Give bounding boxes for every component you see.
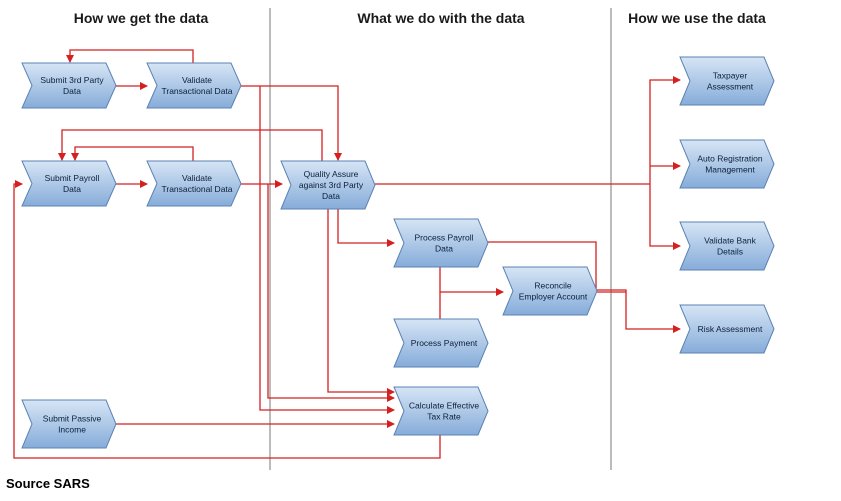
connector-to-validate-bank xyxy=(649,184,681,250)
source-caption: Source SARS xyxy=(6,476,90,491)
node-label-line: Submit Passive xyxy=(43,414,102,424)
node-label-line: Validate xyxy=(182,173,212,183)
node-label-line: Submit 3rd Party xyxy=(40,75,104,85)
column-title-use: How we use the data xyxy=(628,10,766,26)
node-label-line: Validate Bank xyxy=(704,236,757,246)
node-label-line: Tax Rate xyxy=(427,412,461,422)
node-label-line: Process Payroll xyxy=(414,233,473,243)
connector-calc-loop-to-payroll xyxy=(13,180,441,459)
connector-quality-to-payroll-process xyxy=(337,208,395,247)
node-risk-assessment: Risk Assessment xyxy=(679,304,775,354)
connector-validate-mid-to-calc xyxy=(267,184,395,402)
node-label-line: Data xyxy=(435,244,453,254)
chevron-shape xyxy=(21,160,117,207)
column-title-get: How we get the data xyxy=(74,10,209,26)
chevron-shape xyxy=(393,386,489,436)
connector-validate-top-feedback xyxy=(66,49,194,63)
node-label-line: Submit Payroll xyxy=(45,173,100,183)
node-label-line: against 3rd Party xyxy=(299,180,364,190)
node-label-line: Data xyxy=(63,86,81,96)
connector-to-taxpayer xyxy=(649,76,681,184)
connector-quality-loop xyxy=(58,129,323,162)
chevron-shape xyxy=(679,221,775,271)
connector-quality-to-calc xyxy=(327,208,395,396)
node-label-line: Transactional Data xyxy=(161,184,232,194)
node-label-line: Details xyxy=(717,247,743,257)
node-label-line: Reconcile xyxy=(534,281,572,291)
node-label-line: Auto Registration xyxy=(697,154,762,164)
chevron-shape xyxy=(679,304,775,354)
node-label-line: Taxpayer xyxy=(713,71,748,81)
connector-validate-top-to-quality xyxy=(240,85,342,161)
node-label-line: Assessment xyxy=(707,82,754,92)
connector-payroll-process-to-risk xyxy=(488,241,681,333)
chevron-shape xyxy=(280,160,376,210)
chevron-shape xyxy=(679,139,775,189)
node-label-line: Quality Assure xyxy=(304,169,359,179)
chevron-shape xyxy=(21,399,117,449)
node-label-line: Management xyxy=(705,165,755,175)
node-label-line: Transactional Data xyxy=(161,86,232,96)
chevron-shape xyxy=(146,62,242,109)
chevron-shape xyxy=(679,56,775,106)
chevron-shape xyxy=(393,318,489,368)
chevron-shape xyxy=(146,160,242,207)
chevron-shape xyxy=(393,218,489,268)
node-label-line: Data xyxy=(63,184,81,194)
connector-validate-top-to-calc-left xyxy=(259,86,395,414)
node-label-line: Income xyxy=(58,425,86,435)
chevron-shape xyxy=(502,266,598,316)
connector-validate-mid-feedback xyxy=(71,146,194,162)
node-label-line: Process Payment xyxy=(411,338,478,348)
node-label-line: Data xyxy=(322,191,340,201)
node-label-line: Validate xyxy=(182,75,212,85)
node-process-payment: Process Payment xyxy=(393,318,489,368)
column-title-do: What we do with the data xyxy=(357,10,524,26)
node-label-line: Risk Assessment xyxy=(698,324,763,334)
connectors xyxy=(13,49,681,459)
nodes: Submit 3rd PartyDataValidateTransactiona… xyxy=(21,56,775,449)
node-label-line: Employer Account xyxy=(519,292,588,302)
node-label-line: Calculate Effective xyxy=(409,401,480,411)
chevron-shape xyxy=(21,62,117,109)
